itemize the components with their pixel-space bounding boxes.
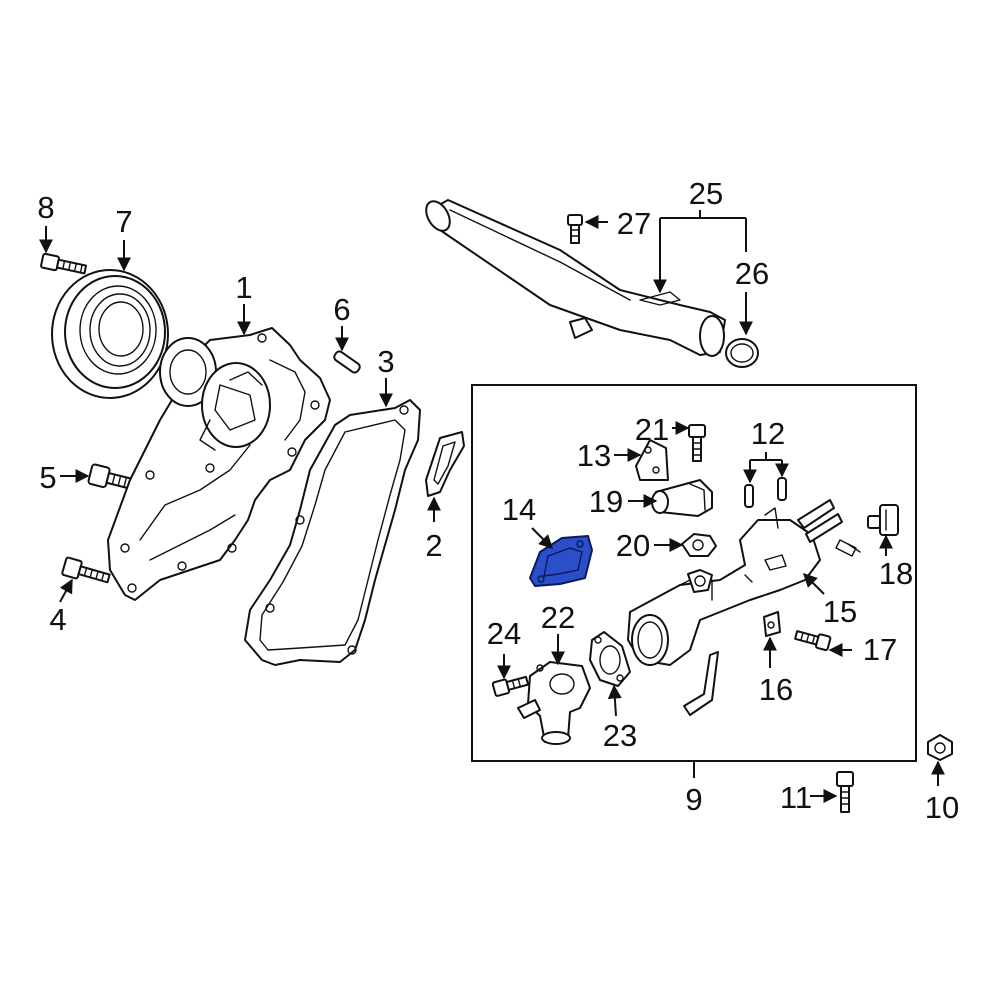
callout-16: 16: [759, 672, 793, 707]
bolt-11-part: [836, 771, 854, 813]
nut-10-part: [927, 734, 953, 761]
cover-gasket-part: [244, 399, 421, 666]
water-pump-housing-part: [107, 327, 331, 601]
gasket-23-part: [589, 631, 631, 687]
callout-6: 6: [333, 292, 350, 327]
callout-19: 19: [589, 484, 623, 519]
bolt-8-part: [40, 252, 88, 275]
callout-15: 15: [823, 594, 857, 629]
callout-11: 11: [780, 780, 812, 815]
callout-8: 8: [37, 190, 54, 225]
sensor-18-part: [867, 504, 899, 536]
callout-1: 1: [235, 270, 252, 305]
callout-18: 18: [879, 556, 913, 591]
dowel-pin-part: [333, 350, 361, 374]
gasket-13-part: [635, 439, 669, 481]
callout-27: 27: [617, 206, 651, 241]
thermostat-22-part: [517, 661, 591, 745]
callout-5: 5: [39, 460, 56, 495]
leader-arrows: [39, 210, 945, 803]
callout-17: 17: [863, 632, 897, 667]
pulley-part: [51, 269, 169, 399]
callout-22: 22: [541, 600, 575, 635]
bolt-27-part: [567, 214, 583, 244]
coolant-pipe-part: [425, 199, 726, 357]
o-ring-part: [725, 338, 759, 368]
clip-16-part: [763, 611, 781, 637]
bolt-4-part: [61, 556, 111, 584]
callout-10: 10: [925, 790, 959, 825]
callout-2: 2: [425, 528, 442, 563]
callout-23: 23: [603, 718, 637, 753]
callout-24: 24: [487, 616, 521, 651]
callout-4: 4: [49, 602, 66, 637]
callout-13: 13: [577, 438, 611, 473]
callout-25: 25: [689, 176, 723, 211]
callout-9: 9: [685, 782, 702, 817]
bolt-17-part: [794, 630, 832, 652]
bolt-24-part: [491, 675, 530, 697]
bolt-5-part: [87, 463, 132, 490]
callout-14: 14: [502, 492, 536, 527]
callout-12: 12: [751, 416, 785, 451]
thermostat-housing-15-part: [627, 499, 843, 716]
callout-26: 26: [735, 256, 769, 291]
callout-21: 21: [635, 412, 669, 447]
bolt-21-part: [688, 424, 706, 462]
callout-20: 20: [616, 528, 650, 563]
highlighted-gasket-14-part: [529, 535, 593, 587]
retainer-clip-part: [835, 539, 861, 557]
small-gasket-part: [425, 431, 465, 497]
fitting-19-part: [651, 479, 713, 517]
callout-3: 3: [377, 344, 394, 379]
pins-12-part: [744, 477, 787, 508]
callout-labels: 8 7 1 6 3 2 5 4 25 27 26 21 13 12 19 14 …: [37, 176, 959, 825]
gasket-20-part: [681, 533, 717, 557]
callout-7: 7: [115, 204, 132, 239]
